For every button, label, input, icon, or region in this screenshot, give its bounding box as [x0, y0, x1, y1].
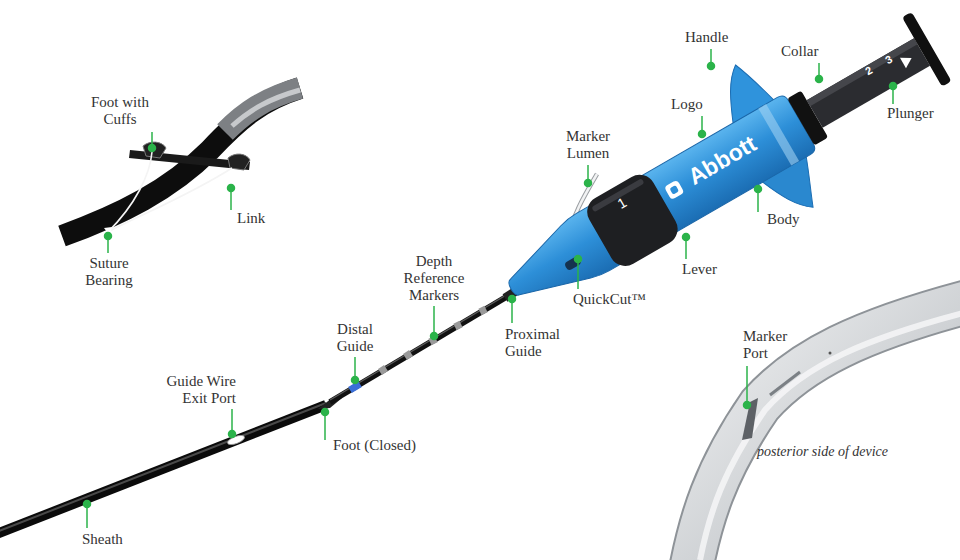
lever-number: 1	[615, 194, 630, 212]
leader-dot	[352, 377, 359, 384]
depth-marker	[405, 353, 411, 357]
logo-mark	[664, 180, 684, 200]
leader-dot	[509, 296, 516, 303]
part-label: Foot (Closed)	[333, 437, 416, 454]
view-note: posterior side of device	[757, 443, 888, 460]
inset-tube-highlight	[232, 90, 300, 126]
depth-marker	[480, 309, 486, 312]
brand-logo: Abbott	[683, 130, 760, 190]
leader-dot	[699, 131, 706, 138]
cuff	[143, 142, 166, 158]
sheath-shaft	[0, 288, 518, 535]
plunger-highlight	[807, 38, 918, 106]
part-label: Marker Port	[743, 328, 805, 362]
leader-dot	[229, 431, 236, 438]
inset-tube	[62, 88, 300, 236]
part-label: Logo	[671, 96, 703, 113]
part-label: Lever	[682, 261, 717, 278]
part-label: Depth Reference Markers	[396, 253, 472, 304]
quickcut-slot	[564, 255, 582, 271]
sheath-highlight	[0, 403, 326, 533]
leader-line	[746, 366, 748, 405]
handle-assembly	[470, 0, 960, 359]
leader-dot	[322, 409, 329, 416]
distal-guide-band	[350, 384, 360, 390]
tube-outline	[690, 300, 960, 560]
part-label: Handle	[685, 29, 728, 46]
depth-marker	[380, 368, 386, 372]
leader-dot	[744, 402, 751, 409]
marker-port-slot	[742, 398, 758, 440]
inset-tube-grey	[225, 88, 300, 132]
part-label: Link	[237, 210, 265, 227]
logo-mark	[669, 185, 679, 195]
leader-dot	[84, 501, 91, 508]
part-label: Marker Lumen	[556, 128, 620, 162]
handle-body	[495, 93, 818, 317]
suture	[108, 152, 152, 232]
leader-dot	[890, 83, 897, 90]
leader-dot	[585, 180, 592, 187]
leader-dot	[683, 234, 690, 241]
part-label: Proximal Guide	[505, 326, 577, 360]
plunger-number: 3	[883, 53, 895, 67]
part-label: Body	[767, 211, 800, 228]
leader-line	[577, 259, 579, 289]
leader-dot	[575, 256, 582, 263]
part-label: Foot with Cuffs	[80, 94, 160, 128]
sheath	[0, 405, 326, 535]
lever-highlight	[591, 178, 644, 212]
tube-highlight	[700, 310, 960, 560]
leader-dot	[105, 233, 112, 240]
part-label: Distal Guide	[328, 321, 382, 355]
part-label: Sheath	[82, 531, 123, 548]
leader-line	[433, 306, 435, 336]
part-label: QuickCut™	[573, 291, 646, 308]
lever	[581, 169, 683, 272]
leader-dot	[431, 333, 438, 340]
plunger-number: 2	[863, 64, 875, 78]
body-stripe	[758, 104, 799, 166]
leader-dot	[228, 185, 235, 192]
suture-link	[108, 168, 232, 232]
part-label: Guide Wire Exit Port	[138, 373, 236, 407]
foot-inset	[62, 88, 300, 236]
leader-lines	[84, 49, 897, 528]
leader-dot	[755, 186, 762, 193]
posterior-inset	[690, 300, 960, 560]
plunger-cap	[902, 12, 952, 87]
part-label: Suture Bearing	[76, 255, 142, 289]
leader-dot	[149, 145, 156, 152]
tube-detail	[770, 372, 800, 395]
depth-marker	[455, 324, 461, 327]
tube-detail	[829, 352, 832, 355]
part-label: Collar	[781, 43, 819, 60]
leader-dot	[708, 63, 715, 70]
leader-dot	[816, 76, 823, 83]
tube-body	[690, 300, 960, 560]
part-label: Plunger	[887, 105, 934, 122]
plunger-arrow	[900, 53, 915, 68]
